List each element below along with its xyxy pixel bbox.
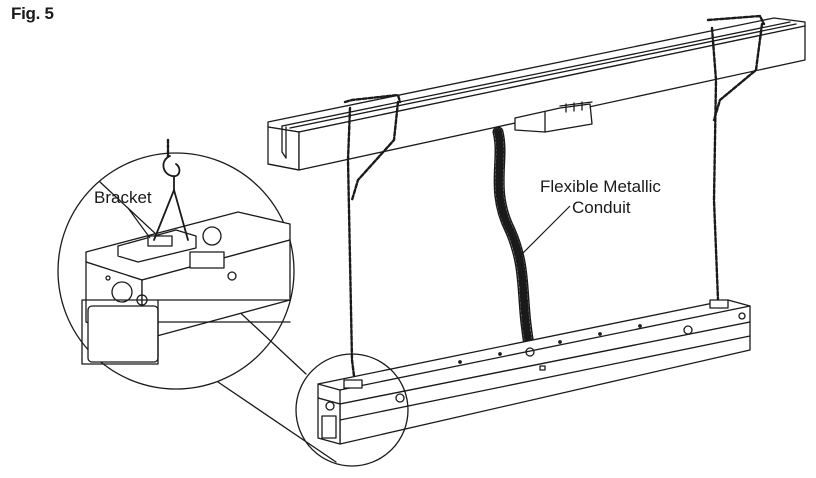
- conduit-label-line1: Flexible Metallic: [540, 177, 661, 196]
- flexible-metallic-conduit: [492, 126, 536, 356]
- bracket-label: Bracket: [94, 188, 152, 207]
- light-fixture: [317, 299, 751, 445]
- hanging-chains: [343, 14, 766, 378]
- conduit-label-line2: Conduit: [572, 198, 631, 217]
- conduit-leader-line: [519, 205, 571, 257]
- magnified-detail: [81, 138, 291, 365]
- bracket-leader-line: [127, 207, 151, 239]
- strut-channel: [267, 17, 806, 171]
- figure-label: Fig. 5: [11, 4, 54, 23]
